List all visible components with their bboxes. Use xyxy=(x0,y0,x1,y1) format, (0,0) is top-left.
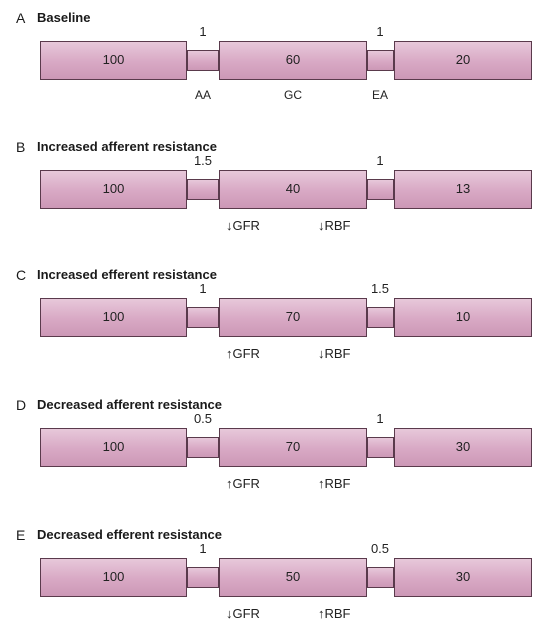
gfr-effect: ↓GFR xyxy=(226,218,260,233)
panel-letter: E xyxy=(16,527,26,543)
efferent-arteriole-label: EA xyxy=(371,88,388,102)
efferent-arteriole-segment xyxy=(367,437,394,458)
peritubular-segment xyxy=(394,298,532,337)
peritubular-segment xyxy=(394,41,532,80)
efferent-arteriole-segment xyxy=(367,567,394,588)
panel-title: Decreased efferent resistance xyxy=(37,527,222,542)
efferent-arteriole-segment xyxy=(367,50,394,71)
afferent-resistance-value: 1.5 xyxy=(193,153,213,168)
arterial-segment xyxy=(40,428,187,467)
peritubular-pressure: 30 xyxy=(455,569,471,584)
panel-title: Decreased afferent resistance xyxy=(37,397,222,412)
peritubular-pressure: 13 xyxy=(455,181,471,196)
gfr-effect: ↓GFR xyxy=(226,606,260,621)
arterial-pressure: 100 xyxy=(102,439,125,454)
efferent-arteriole-segment xyxy=(367,307,394,328)
gfr-effect: ↑GFR xyxy=(226,346,260,361)
glomerular-pressure: 60 xyxy=(285,52,301,67)
afferent-resistance-value: 1 xyxy=(199,541,207,556)
glomerular-capillary-segment xyxy=(219,41,367,80)
glomerular-capillary-segment xyxy=(219,298,367,337)
panel-title: Baseline xyxy=(37,10,91,25)
efferent-arteriole-segment xyxy=(367,179,394,200)
arterial-segment xyxy=(40,170,187,209)
glomerular-pressure: 40 xyxy=(285,181,301,196)
glomerular-capillary-segment xyxy=(219,170,367,209)
rbf-effect: ↓RBF xyxy=(318,346,351,361)
glomerular-pressure: 70 xyxy=(285,439,301,454)
efferent-resistance-value: 1 xyxy=(376,411,384,426)
efferent-resistance-value: 1 xyxy=(376,153,384,168)
glomerular-capillary-label: GC xyxy=(284,88,302,102)
glomerular-pressure: 70 xyxy=(285,309,301,324)
rbf-effect: ↓RBF xyxy=(318,218,351,233)
arterial-pressure: 100 xyxy=(102,181,125,196)
arterial-segment xyxy=(40,41,187,80)
afferent-arteriole-segment xyxy=(187,567,219,588)
peritubular-segment xyxy=(394,428,532,467)
panel-e-decreased-efferent: E Decreased efferent resistance 1 0.5 10… xyxy=(0,517,554,637)
afferent-arteriole-segment xyxy=(187,437,219,458)
panel-letter: B xyxy=(16,139,26,155)
afferent-resistance-value: 1 xyxy=(199,281,207,296)
peritubular-segment xyxy=(394,558,532,597)
panel-letter: C xyxy=(16,267,27,283)
efferent-resistance-value: 1 xyxy=(376,24,384,39)
peritubular-pressure: 20 xyxy=(455,52,471,67)
peritubular-segment xyxy=(394,170,532,209)
arterial-pressure: 100 xyxy=(102,52,125,67)
afferent-arteriole-segment xyxy=(187,179,219,200)
efferent-resistance-value: 1.5 xyxy=(370,281,390,296)
panel-title: Increased efferent resistance xyxy=(37,267,217,282)
panel-b-increased-afferent: B Increased afferent resistance 1.5 1 10… xyxy=(0,129,554,249)
gfr-effect: ↑GFR xyxy=(226,476,260,491)
efferent-resistance-value: 0.5 xyxy=(370,541,390,556)
glomerular-pressure: 50 xyxy=(285,569,301,584)
afferent-arteriole-label: AA xyxy=(194,88,211,102)
arterial-segment xyxy=(40,298,187,337)
rbf-effect: ↑RBF xyxy=(318,606,351,621)
glomerular-capillary-segment xyxy=(219,428,367,467)
arterial-pressure: 100 xyxy=(102,309,125,324)
afferent-resistance-value: 0.5 xyxy=(193,411,213,426)
afferent-arteriole-segment xyxy=(187,307,219,328)
afferent-arteriole-segment xyxy=(187,50,219,71)
glomerular-capillary-segment xyxy=(219,558,367,597)
panel-a-baseline: A Baseline 1 1 100 60 20 AA GC EA xyxy=(0,0,554,120)
rbf-effect: ↑RBF xyxy=(318,476,351,491)
peritubular-pressure: 30 xyxy=(455,439,471,454)
panel-c-increased-efferent: C Increased efferent resistance 1 1.5 10… xyxy=(0,257,554,377)
panel-d-decreased-afferent: D Decreased afferent resistance 0.5 1 10… xyxy=(0,387,554,507)
panel-title: Increased afferent resistance xyxy=(37,139,217,154)
panel-letter: A xyxy=(16,10,26,26)
arterial-pressure: 100 xyxy=(102,569,125,584)
panel-letter: D xyxy=(16,397,27,413)
peritubular-pressure: 10 xyxy=(455,309,471,324)
afferent-resistance-value: 1 xyxy=(199,24,207,39)
arterial-segment xyxy=(40,558,187,597)
